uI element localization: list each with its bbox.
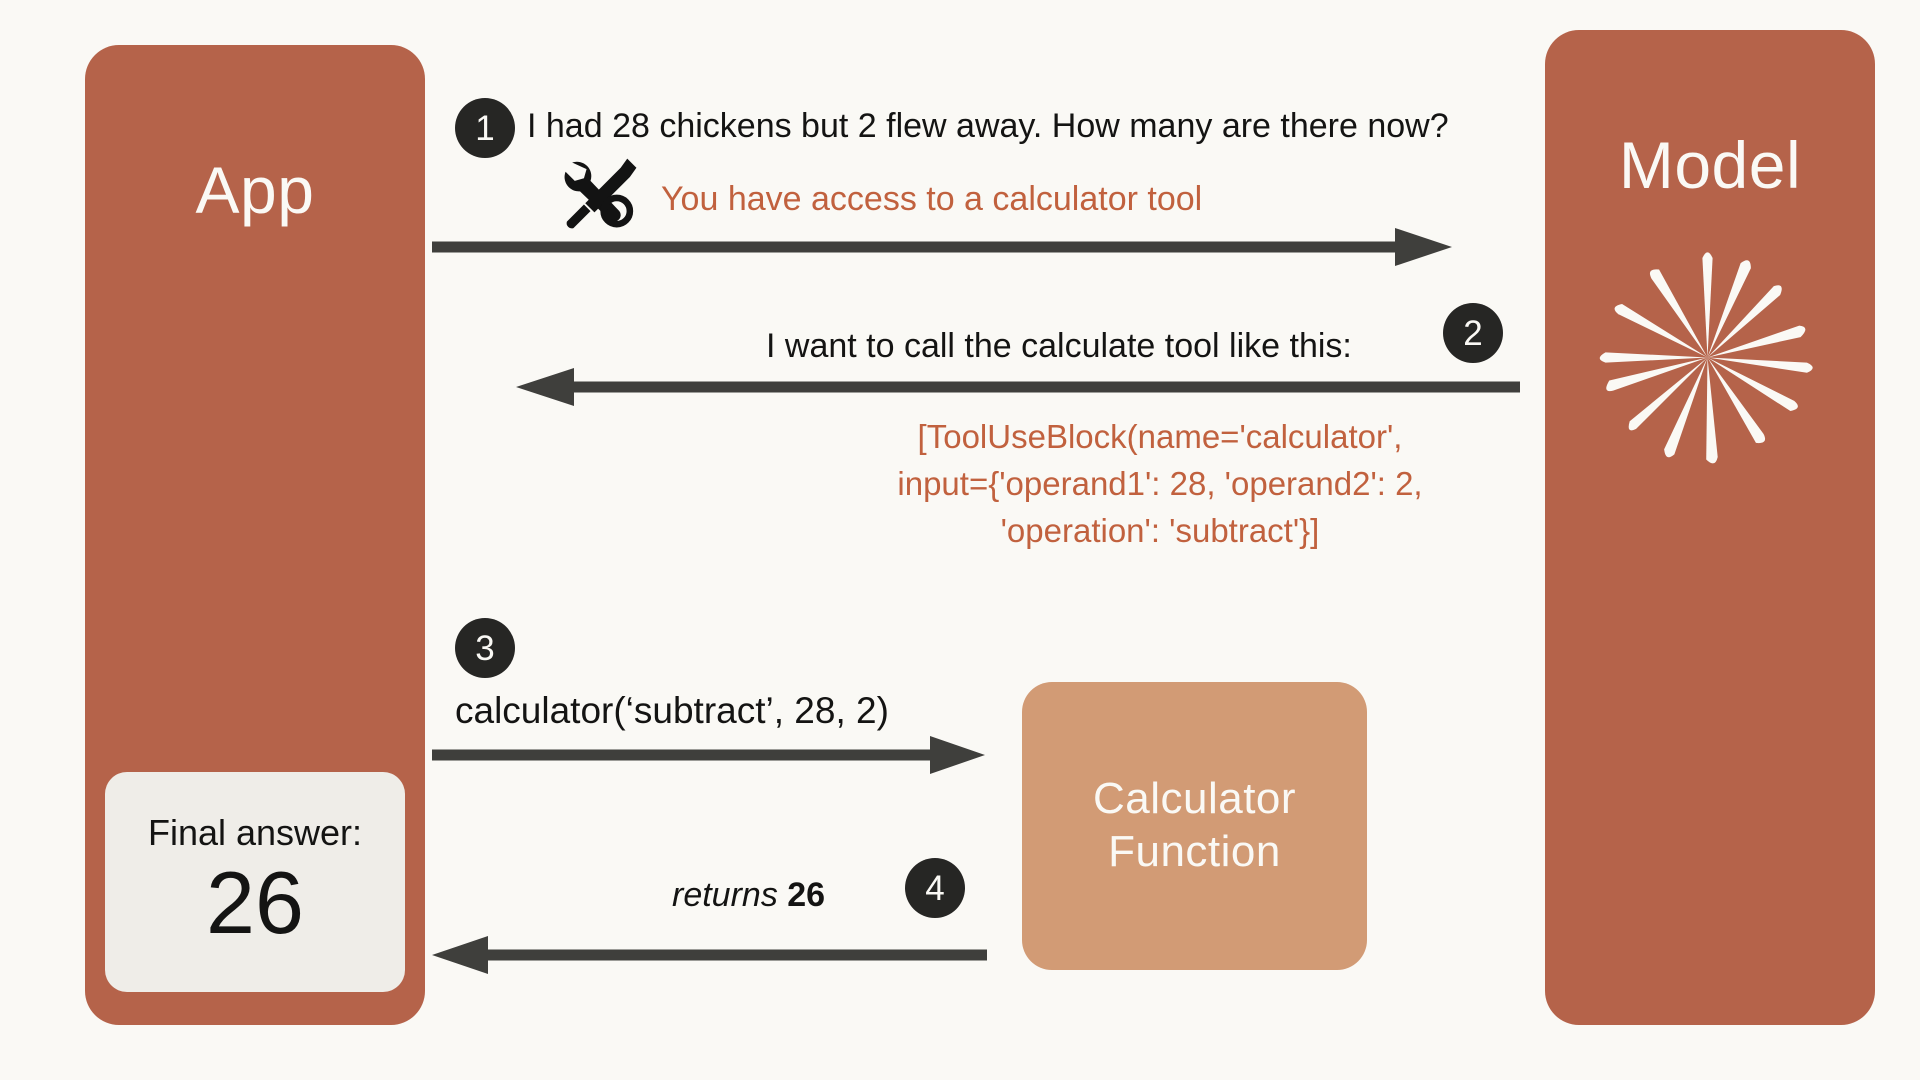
arrow-model-to-app <box>516 368 1520 406</box>
final-answer-value: 26 <box>206 852 304 952</box>
step-badge-4: 4 <box>905 858 965 918</box>
step-2-tool-use-block-code: [ToolUseBlock(name='calculator', input={… <box>897 418 1423 549</box>
arrow-calculator-to-app <box>432 936 987 974</box>
step-badge-2: 2 <box>1443 303 1503 363</box>
step-1-message: I had 28 chickens but 2 flew away. How m… <box>527 107 1449 145</box>
step-1-tool-note: You have access to a calculator tool <box>661 180 1203 218</box>
step-2-message: I want to call the calculate tool like t… <box>766 327 1352 365</box>
anthropic-starburst-icon <box>1599 252 1813 464</box>
arrow-app-to-calculator <box>432 736 985 774</box>
step-4-return-value: 26 <box>787 876 826 914</box>
model-column: Model <box>1545 30 1875 1025</box>
hammer-and-wrench-icon <box>564 158 637 229</box>
final-answer-card: Final answer: 26 <box>105 772 405 992</box>
step-badge-3: 3 <box>455 618 515 678</box>
model-column-title: Model <box>1618 128 1802 202</box>
app-column-title: App <box>195 153 315 227</box>
final-answer-label: Final answer: <box>147 811 363 853</box>
calculator-function-box: Calculator Function <box>1022 682 1367 970</box>
step-4-returns-word: returns <box>672 876 788 914</box>
step-badge-1: 1 <box>455 98 515 158</box>
step-3-message: calculator(‘subtract’, 28, 2) <box>455 690 889 731</box>
arrow-app-to-model <box>432 228 1452 266</box>
calculator-function-label: Calculator Function <box>1092 774 1297 876</box>
step-4-message: returns 26 <box>672 874 825 917</box>
